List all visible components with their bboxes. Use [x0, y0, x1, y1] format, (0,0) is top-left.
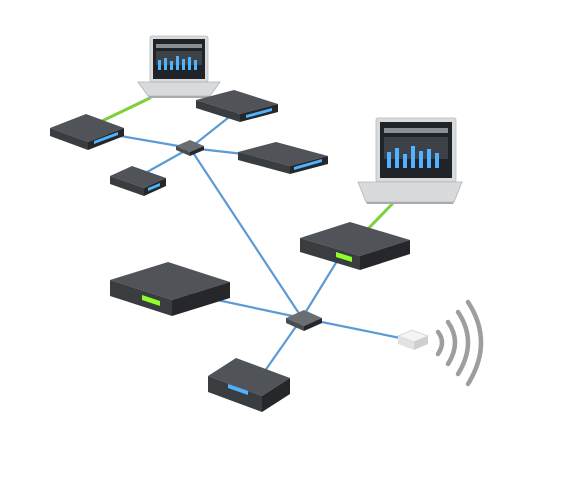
compact-interface-icon [110, 166, 166, 196]
laptop-icon [357, 117, 463, 204]
usb-links [98, 96, 398, 234]
wifi-signal-icon [435, 299, 484, 387]
rack-audio-interface-icon [50, 114, 124, 150]
link-hub1-compact [138, 146, 192, 178]
rack-audio-interface-icon [300, 222, 410, 270]
link-hub1-hub2 [188, 146, 304, 320]
link-laptop1-rack1 [98, 96, 152, 124]
network-switch-icon [176, 140, 204, 156]
rack-audio-interface-icon [110, 262, 230, 316]
compact-interface-icon [208, 358, 290, 412]
network-switch-icon [286, 310, 322, 331]
rack-audio-interface-icon [238, 142, 328, 174]
link-laptop2-rack4 [363, 198, 398, 234]
wireless-access-point-icon [396, 329, 430, 350]
laptop-icon [137, 35, 221, 98]
rack-audio-interface-icon [196, 90, 278, 122]
